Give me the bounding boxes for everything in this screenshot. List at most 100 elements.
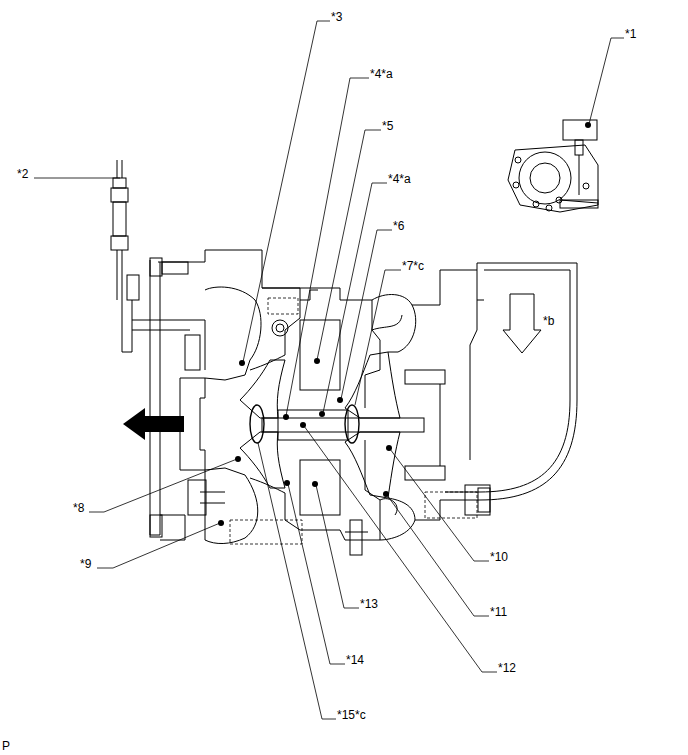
callout-number: P bbox=[1, 739, 11, 753]
leader-line bbox=[355, 270, 401, 405]
turbo-outline bbox=[478, 488, 490, 512]
exhaust-arrow bbox=[503, 294, 541, 353]
turbo-outline bbox=[132, 330, 190, 331]
callout-number: *4*a bbox=[369, 67, 394, 81]
turbo-outline bbox=[122, 300, 132, 352]
leader-dot bbox=[218, 122, 591, 526]
turbo-outline bbox=[113, 178, 126, 188]
turbo-outline bbox=[111, 188, 128, 202]
leader-line bbox=[34, 178, 120, 179]
leader-line bbox=[317, 130, 381, 360]
leader-line bbox=[34, 21, 624, 719]
turbo-outline bbox=[405, 370, 445, 384]
turbo-outline bbox=[350, 520, 362, 555]
turbo-outline bbox=[113, 202, 126, 236]
turbo-outline bbox=[470, 263, 577, 500]
leader-line bbox=[243, 21, 330, 362]
inset-turbo bbox=[563, 120, 597, 140]
turbo-outline bbox=[205, 287, 261, 380]
leader-dot bbox=[218, 520, 224, 526]
inset-turbo bbox=[508, 145, 598, 212]
inset-turbo bbox=[530, 163, 560, 193]
turbo-outline bbox=[262, 288, 380, 408]
turbo-outline bbox=[200, 503, 225, 504]
turbo-outline bbox=[150, 260, 160, 535]
turbo-outline bbox=[415, 500, 470, 520]
leader-line bbox=[258, 443, 336, 719]
callout-ellipse bbox=[250, 405, 359, 443]
callout-number: *10 bbox=[489, 550, 509, 564]
turbo-outline bbox=[300, 460, 340, 515]
turbo-outline bbox=[122, 250, 123, 300]
inset-turbo bbox=[515, 157, 521, 163]
turbo-outline bbox=[240, 360, 285, 418]
leader-line bbox=[304, 426, 497, 672]
leader-dot bbox=[239, 360, 245, 366]
hidden-outline bbox=[268, 298, 298, 314]
inset-turbo bbox=[519, 152, 571, 204]
turbo-outline bbox=[278, 410, 348, 440]
callout-number: *5 bbox=[381, 119, 394, 133]
turbo-outline bbox=[190, 320, 205, 370]
leader-line bbox=[390, 449, 489, 561]
callout-number: *15*c bbox=[336, 708, 367, 722]
hidden-outline bbox=[425, 492, 477, 518]
turbo-outline bbox=[372, 295, 416, 352]
leader-line bbox=[589, 38, 624, 124]
callout-number: *4*a bbox=[387, 172, 412, 186]
callout-number: *2 bbox=[16, 167, 29, 181]
turbo-outline bbox=[405, 466, 445, 480]
turbo-outline bbox=[470, 263, 477, 460]
leader-dot bbox=[284, 480, 290, 486]
callout-number: *b bbox=[542, 314, 555, 328]
turbo-outline bbox=[111, 160, 577, 555]
turbo-outline bbox=[162, 262, 188, 274]
turbo-outline bbox=[200, 492, 225, 493]
hidden-outline bbox=[230, 520, 302, 544]
leader-line bbox=[89, 459, 237, 512]
turbo-outline bbox=[111, 236, 128, 250]
turbo-outline bbox=[380, 498, 415, 540]
turbo-outline bbox=[345, 432, 400, 498]
inset-turbo bbox=[575, 140, 583, 155]
callout-number: *3 bbox=[330, 10, 343, 24]
turbo-outline bbox=[380, 499, 397, 515]
leader-line bbox=[286, 78, 369, 416]
inset-turbo bbox=[579, 155, 580, 195]
turbo-outline bbox=[250, 355, 285, 370]
turbo-outline bbox=[117, 160, 118, 178]
turbo-outline bbox=[160, 515, 185, 540]
callout-number: *1 bbox=[624, 27, 637, 41]
turbo-outline bbox=[158, 250, 318, 300]
leader-line bbox=[97, 523, 220, 568]
leader-dot bbox=[312, 481, 318, 487]
turbo-outline bbox=[150, 258, 162, 276]
leader-dot bbox=[585, 122, 591, 128]
leader-line bbox=[341, 230, 392, 399]
turbo-outline bbox=[285, 440, 380, 540]
turbo-outline bbox=[465, 485, 490, 515]
turbo-outline bbox=[188, 480, 206, 515]
callout-number: *9 bbox=[79, 557, 92, 571]
hidden-outline bbox=[230, 298, 477, 544]
callout-number: *12 bbox=[497, 661, 517, 675]
inset-turbo bbox=[583, 183, 589, 189]
turbo-outline bbox=[205, 468, 258, 544]
inset-turbo bbox=[513, 182, 519, 188]
callout-number: *8 bbox=[72, 501, 85, 515]
leader-line bbox=[316, 485, 359, 608]
callout-number: *7*c bbox=[401, 259, 425, 273]
callout-ellipse bbox=[345, 405, 359, 443]
turbo-outline bbox=[345, 352, 400, 418]
turbo-outline bbox=[276, 324, 284, 332]
inset-turbo bbox=[533, 201, 539, 207]
turbo-outline bbox=[132, 320, 190, 321]
leader-line bbox=[387, 495, 489, 616]
callout-number: *11 bbox=[489, 605, 508, 619]
turbo-outline bbox=[127, 275, 139, 300]
turbo-outline bbox=[122, 160, 123, 178]
flow-arrow bbox=[123, 408, 184, 440]
turbo-outline bbox=[185, 335, 200, 370]
inset-turbo bbox=[508, 120, 598, 212]
